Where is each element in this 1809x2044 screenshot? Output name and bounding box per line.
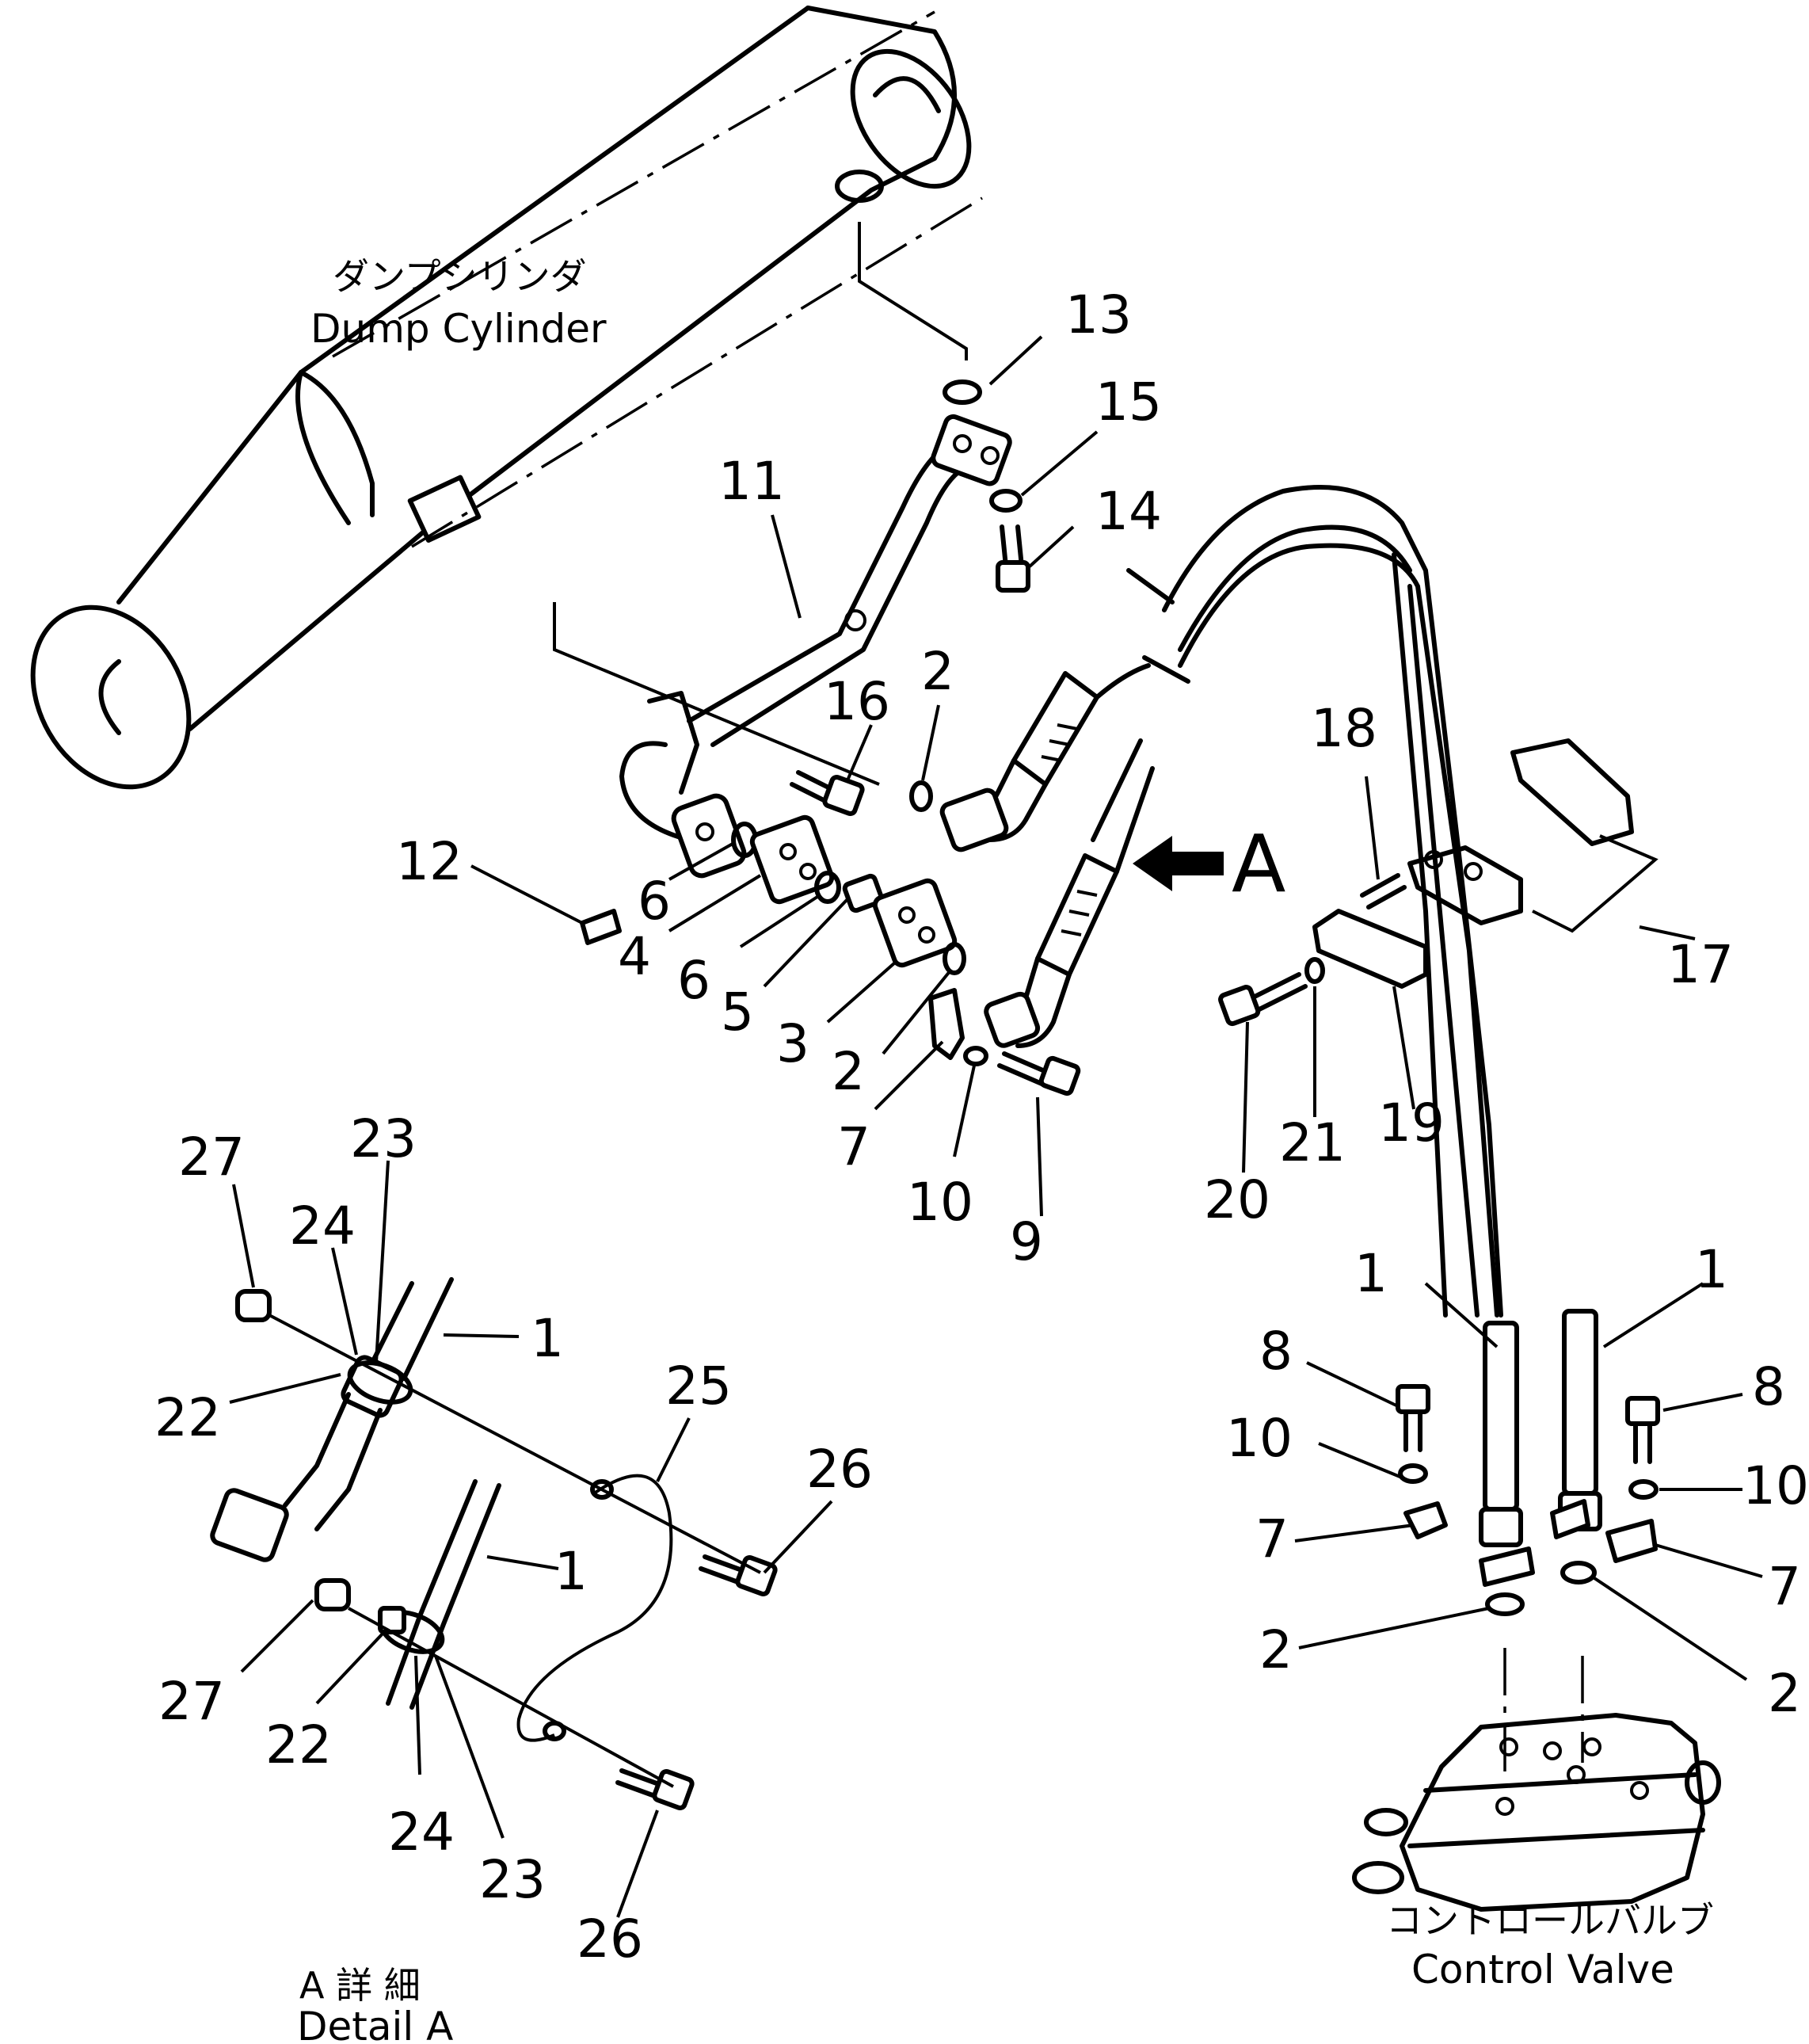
callout-22-upper: 22 <box>154 1387 221 1448</box>
callout-13: 13 <box>1065 284 1132 345</box>
clamp-assembly <box>1218 738 1659 1027</box>
control-valve <box>1352 1648 1721 1912</box>
hose-fitting-lower <box>984 738 1155 1048</box>
callout-18: 18 <box>1311 698 1377 759</box>
callout-14: 14 <box>1095 481 1162 542</box>
callout-24-upper: 24 <box>289 1196 356 1257</box>
leader-lines <box>229 335 1763 1918</box>
main-hoses <box>1126 485 1503 1318</box>
callout-23-lower: 23 <box>479 1849 546 1910</box>
callout-21: 21 <box>1279 1112 1346 1173</box>
callout-17: 17 <box>1667 934 1734 995</box>
callout-2-upper: 2 <box>921 641 954 702</box>
callout-25: 25 <box>665 1356 732 1417</box>
control-valve-label-jp: コントロールバルブ <box>1386 1899 1714 1942</box>
callout-7-right: 7 <box>1768 1556 1801 1617</box>
callout-27-lower: 27 <box>158 1671 225 1732</box>
view-arrow-label: A <box>1232 818 1285 910</box>
callout-1-detail-lower: 1 <box>554 1541 588 1602</box>
callout-1-detail-upper: 1 <box>531 1308 564 1369</box>
callout-6-left: 6 <box>638 871 671 932</box>
o-ring-13 <box>943 379 982 405</box>
dump-cylinder-label-en: Dump Cylinder <box>310 306 607 352</box>
control-valve-label-en: Control Valve <box>1411 1947 1674 1993</box>
detail-a-label-jp: A 詳 細 <box>299 1964 421 2007</box>
callout-20: 20 <box>1204 1169 1270 1230</box>
view-arrow-icon <box>1133 836 1224 891</box>
washer-15 <box>989 489 1023 513</box>
callout-11: 11 <box>718 451 785 512</box>
callout-10-right: 10 <box>1742 1455 1809 1516</box>
callout-8-right: 8 <box>1752 1356 1785 1417</box>
callout-27-upper: 27 <box>178 1127 245 1188</box>
callout-2-left: 2 <box>1259 1619 1293 1680</box>
bolt-14 <box>996 524 1030 593</box>
callout-16: 16 <box>824 671 890 732</box>
callout-10-left: 10 <box>1226 1408 1293 1469</box>
callout-10-center: 10 <box>907 1172 973 1233</box>
dump-cylinder-label-jp: ダンプシリンダ <box>333 255 587 298</box>
callout-3: 3 <box>776 1013 809 1074</box>
callout-6-right: 6 <box>677 950 710 1011</box>
callout-26-upper: 26 <box>806 1439 873 1500</box>
callout-8-left: 8 <box>1259 1321 1293 1382</box>
detail-a-drawing <box>210 1277 778 1811</box>
callout-7-left: 7 <box>1255 1508 1289 1569</box>
callout-15: 15 <box>1095 372 1162 433</box>
callout-12: 12 <box>396 831 463 892</box>
callout-26-lower: 26 <box>577 1909 643 1970</box>
callout-23-upper: 23 <box>350 1108 417 1169</box>
hose-fitting-upper <box>939 663 1151 852</box>
callout-1-valve-right: 1 <box>1695 1239 1728 1300</box>
callout-19: 19 <box>1378 1093 1445 1154</box>
dump-cylinder <box>30 6 983 790</box>
callout-24-lower: 24 <box>388 1802 455 1863</box>
callout-1-valve-left: 1 <box>1354 1243 1388 1304</box>
callout-2-middle: 2 <box>832 1041 865 1102</box>
callout-22-lower: 22 <box>265 1714 332 1775</box>
callout-4: 4 <box>618 926 651 987</box>
bracket-and-flanges <box>553 602 1081 1096</box>
control-valve-hose-ends <box>1396 1309 1660 1616</box>
callout-5: 5 <box>721 982 754 1043</box>
callout-7-center: 7 <box>837 1116 870 1177</box>
callout-numbers: 13 15 14 11 16 2 12 6 4 6 5 3 2 7 10 9 1… <box>154 284 1809 1970</box>
detail-a-label-en: Detail A <box>297 2004 453 2044</box>
callout-2-right: 2 <box>1768 1663 1801 1724</box>
callout-9: 9 <box>1010 1211 1043 1272</box>
pipe-11 <box>687 414 1012 747</box>
